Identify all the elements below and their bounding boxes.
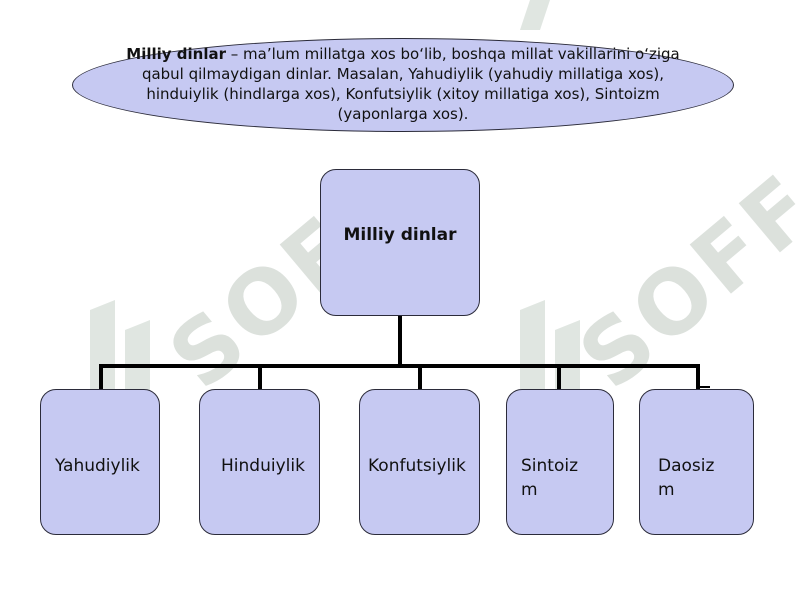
definition-text: Milliy dinlar – ma’lum millatga xos bo‘l… [110,44,696,124]
root-node: Milliy dinlar [320,169,480,316]
watermark-text: SOFF [560,153,800,409]
child-node-daosizm: Daosizm [639,389,754,535]
definition-term: Milliy dinlar [126,45,226,63]
child-node-sintoizm: Sintoizm [506,389,614,535]
child-node-label: Sintoizm [521,456,579,500]
definition-ellipse [72,38,734,132]
child-node-label: Yahudiylik [55,456,140,476]
definition-body: – ma’lum millatga xos bo‘lib, boshqa mil… [141,45,680,123]
watermark-logo-mark [520,0,580,44]
child-node-konfutsiylik: Konfutsiylik [359,389,480,535]
child-node-label: Konfutsiylik [368,456,466,476]
child-node-hinduiylik: Hinduiylik [199,389,320,535]
child-node-label: Hinduiylik [221,456,305,476]
root-node-label: Milliy dinlar [343,224,457,245]
child-node-yahudiylik: Yahudiylik [40,389,160,535]
child-node-label: Daosizm [658,456,715,500]
